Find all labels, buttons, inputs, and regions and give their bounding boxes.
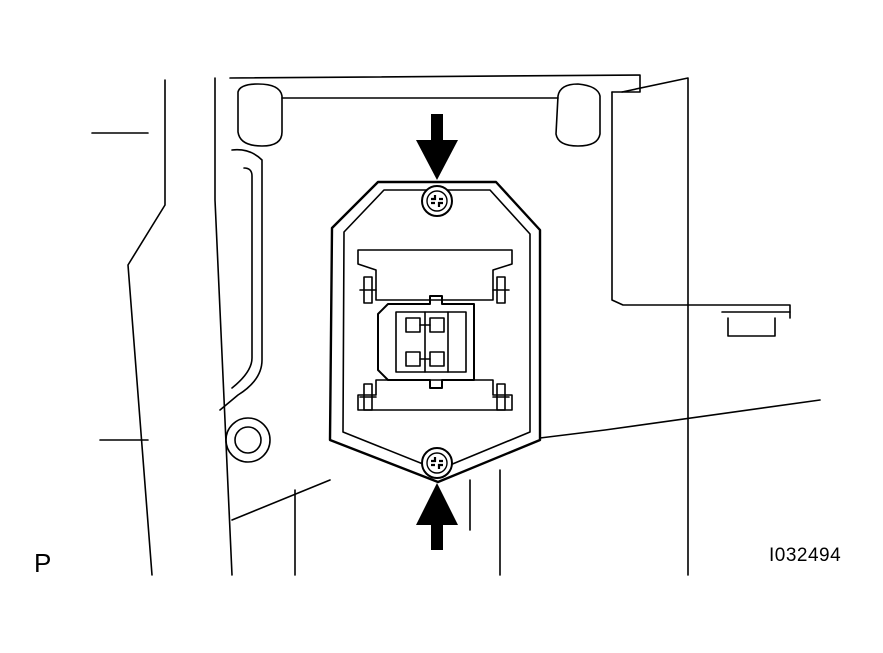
background-body-panel (91, 74, 821, 576)
phillips-screw-icon (421, 447, 453, 479)
arrow-up-icon (416, 483, 458, 550)
illustration-id-label: I032494 (769, 545, 842, 566)
panel-corner-bosses (237, 83, 601, 147)
arrow-down-icon (416, 114, 458, 180)
side-channel (219, 148, 271, 463)
phillips-screw-icon (421, 185, 453, 217)
resistor-connector (377, 295, 475, 389)
view-code-label: P (34, 548, 52, 578)
resistor-terminals (359, 276, 510, 411)
blower-resistor (328, 180, 542, 484)
